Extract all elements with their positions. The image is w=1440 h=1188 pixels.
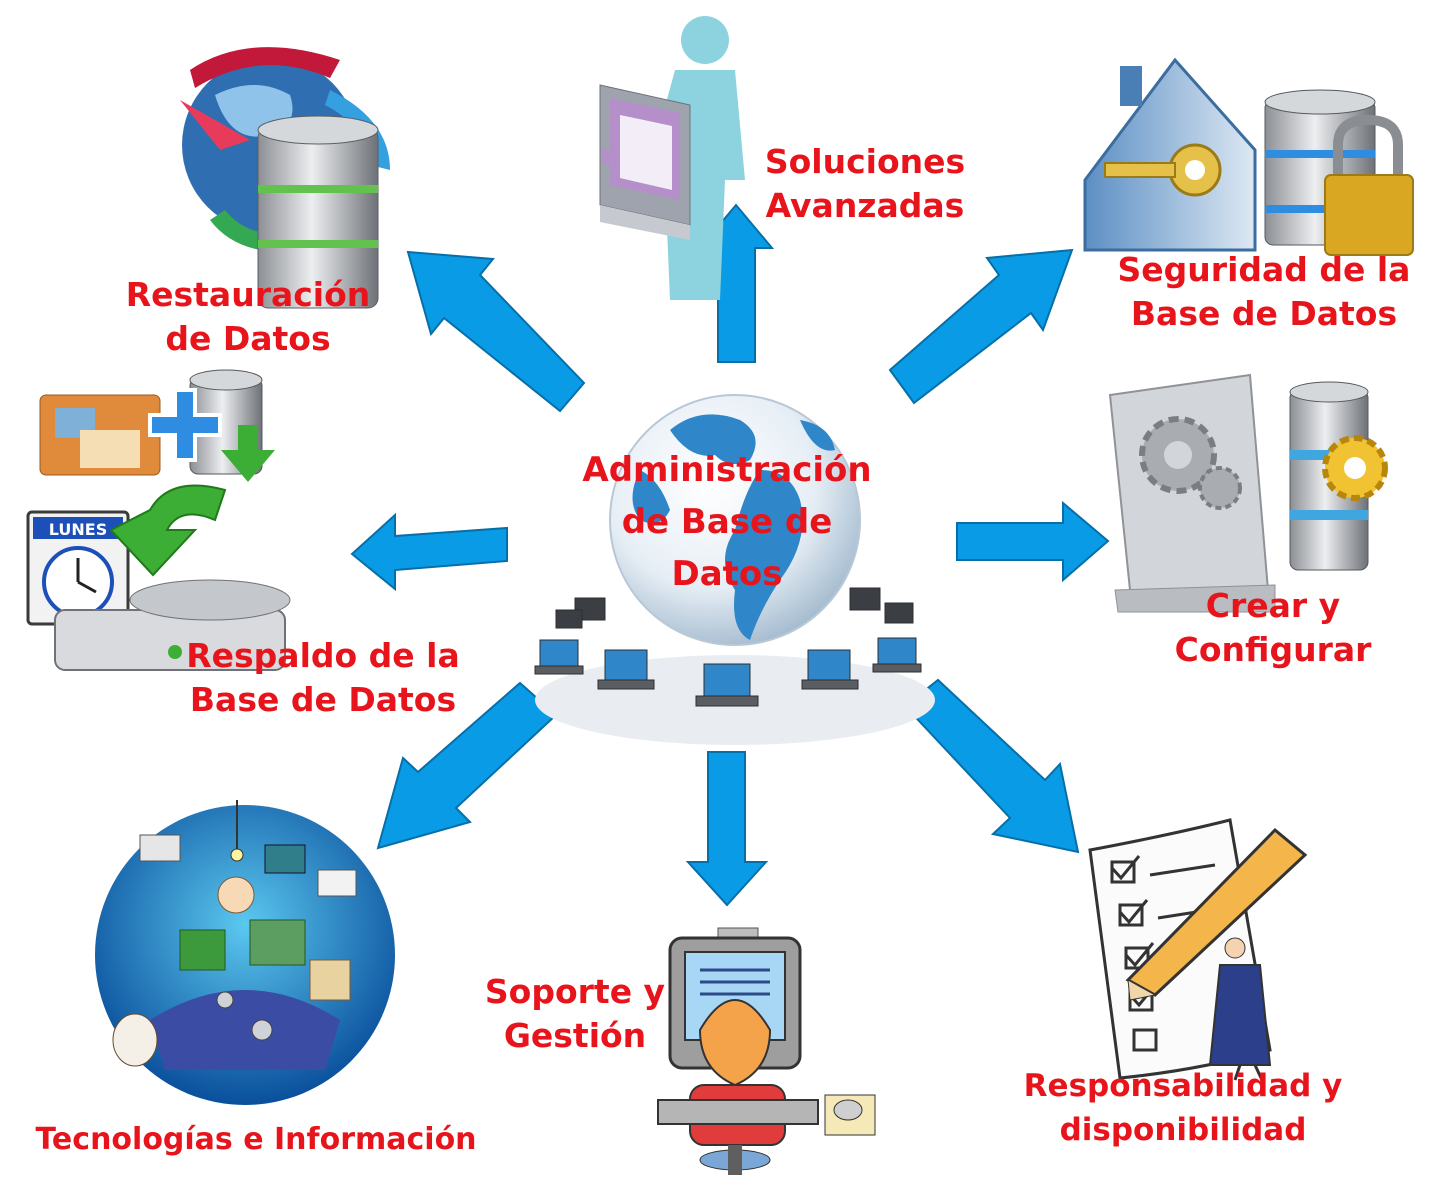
arrow-left	[350, 512, 508, 592]
label-soluciones-line-1: Soluciones	[764, 142, 966, 181]
arrow-down	[685, 751, 769, 907]
label-crear: Crear y Configurar	[1160, 584, 1386, 672]
label-restauracion-line-1: Restauración	[125, 275, 371, 314]
label-soluciones-line-2: Avanzadas	[765, 186, 965, 225]
center-title-line-3: Datos	[671, 554, 783, 594]
technology-information-icon	[95, 800, 395, 1105]
database-security-icon	[1083, 57, 1414, 256]
label-responsabilidad: Responsabilidad y disponibilidad	[1008, 1064, 1358, 1152]
center-globe-illustration	[534, 394, 935, 745]
label-restauracion-line-2: de Datos	[165, 319, 331, 358]
arrow-right	[956, 500, 1110, 583]
responsibility-availability-icon	[1088, 818, 1308, 1081]
arrow-up-right	[888, 248, 1074, 405]
label-crear-line-1: Crear y	[1205, 586, 1341, 625]
label-restauracion: Restauración de Datos	[108, 273, 388, 361]
label-soporte: Soporte y Gestión	[478, 970, 672, 1058]
label-seguridad-line-1: Seguridad de la	[1117, 250, 1411, 289]
calendar-day-label: LUNES	[49, 520, 107, 539]
arrow-up-left	[406, 250, 586, 413]
arrow-down-left	[376, 681, 558, 850]
label-seguridad: Seguridad de la Base de Datos	[1112, 248, 1416, 336]
label-responsabilidad-line-2: disponibilidad	[1059, 1112, 1307, 1148]
center-title-line-2: de Base de	[621, 502, 833, 542]
arrow-down-right	[903, 678, 1080, 854]
label-seguridad-line-2: Base de Datos	[1130, 294, 1398, 333]
label-soporte-line-2: Gestión	[503, 1016, 647, 1055]
label-responsabilidad-line-1: Responsabilidad y	[1023, 1068, 1343, 1104]
label-soluciones: Soluciones Avanzadas	[752, 140, 978, 228]
center-title-line-1: Administración	[582, 450, 872, 490]
label-respaldo: Respaldo de la Base de Datos	[178, 634, 468, 722]
database-backup-icon: LUNES	[26, 369, 291, 671]
label-tecnologias-line-1: Tecnologías e Información	[35, 1122, 477, 1157]
support-management-icon	[657, 927, 876, 1175]
label-tecnologias: Tecnologías e Información	[18, 1118, 494, 1162]
data-restore-icon	[180, 47, 390, 309]
label-respaldo-line-2: Base de Datos	[189, 680, 457, 719]
advanced-solutions-icon	[599, 16, 745, 300]
label-soporte-line-1: Soporte y	[484, 972, 666, 1011]
create-configure-icon	[1108, 373, 1388, 613]
center-title: Administración de Base de Datos	[582, 444, 872, 600]
label-crear-line-2: Configurar	[1174, 630, 1372, 669]
label-respaldo-line-1: Respaldo de la	[186, 636, 460, 675]
